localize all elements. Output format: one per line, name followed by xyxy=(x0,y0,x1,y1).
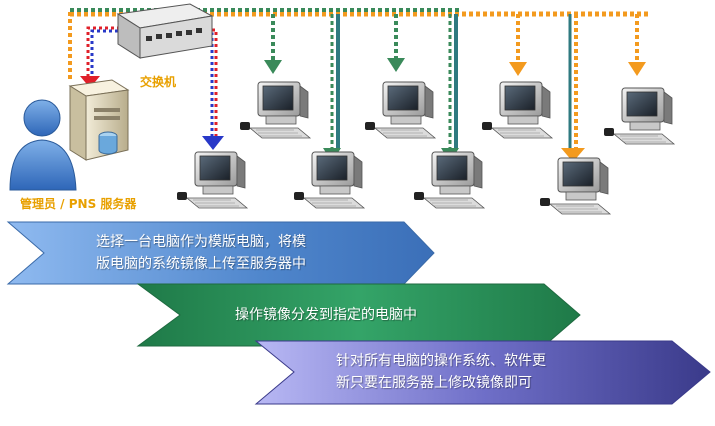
pc-icon xyxy=(539,157,611,215)
step-1-line-1: 选择一台电脑作为模版电脑，将模 xyxy=(96,234,306,250)
pc-icon xyxy=(293,151,365,209)
pc-icon xyxy=(413,151,485,209)
step-2-line-1: 操作镜像分发到指定的电脑中 xyxy=(235,307,417,323)
switch-label: 交换机 xyxy=(140,74,176,89)
admin-person-icon xyxy=(9,99,77,191)
switch-icon xyxy=(116,3,214,59)
step-2-text: 操作镜像分发到指定的电脑中 xyxy=(235,304,417,326)
pc-icon xyxy=(481,81,553,139)
step-3-line-2: 新只要在服务器上修改镜像即可 xyxy=(336,375,532,391)
step-1-line-2: 版电脑的系统镜像上传至服务器中 xyxy=(96,256,306,272)
server-label: 管理员 / PNS 服务器 xyxy=(20,196,137,211)
server-icon xyxy=(68,79,130,161)
step-3-banner xyxy=(254,340,711,405)
step-3-text: 针对所有电脑的操作系统、软件更 新只要在服务器上修改镜像即可 xyxy=(336,350,546,394)
pc-icon xyxy=(176,151,248,209)
pc-icon xyxy=(239,81,311,139)
step-3-line-1: 针对所有电脑的操作系统、软件更 xyxy=(336,353,546,369)
pc-icon xyxy=(603,87,675,145)
pc-icon xyxy=(364,81,436,139)
step-1-text: 选择一台电脑作为模版电脑，将模 版电脑的系统镜像上传至服务器中 xyxy=(96,231,306,275)
